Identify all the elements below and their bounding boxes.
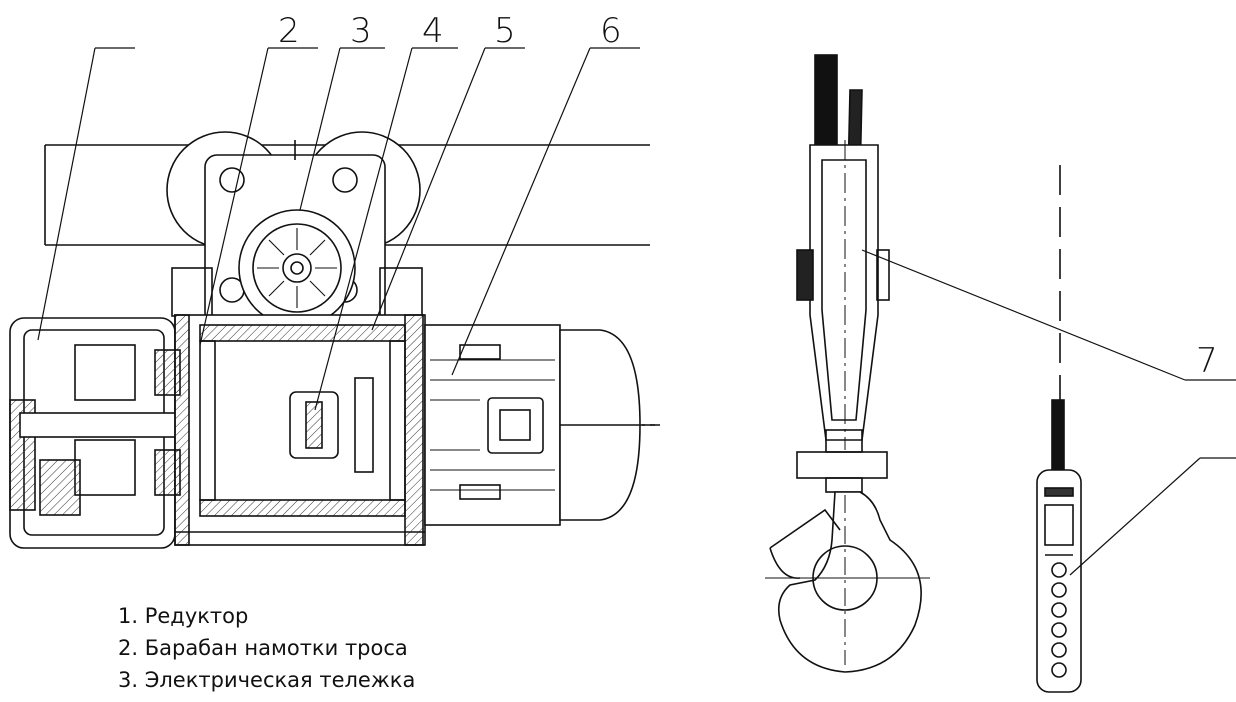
legend: 1. Редуктор 2. Барабан намотки троса 3. …	[118, 600, 415, 696]
callout-5: 5	[494, 11, 516, 51]
legend-item-3: 3. Электрическая тележка	[118, 668, 416, 692]
motor-fins	[430, 359, 555, 491]
callout-7: 7	[1196, 341, 1218, 381]
callout-7-leaders	[861, 249, 1236, 576]
legend-item-2: 2. Барабан намотки троса	[118, 636, 408, 660]
hoist-assembly	[9, 131, 660, 549]
motor-ribs	[257, 228, 337, 308]
pendant-control	[1036, 165, 1082, 693]
callout-2: 2	[278, 11, 300, 51]
callout-6: 6	[600, 11, 622, 51]
callout-3: 3	[350, 11, 372, 51]
callout-4: 4	[422, 11, 444, 51]
legend-item-1: 1. Редуктор	[118, 604, 249, 628]
callout-leaders	[37, 47, 640, 411]
hook-block	[765, 54, 930, 673]
